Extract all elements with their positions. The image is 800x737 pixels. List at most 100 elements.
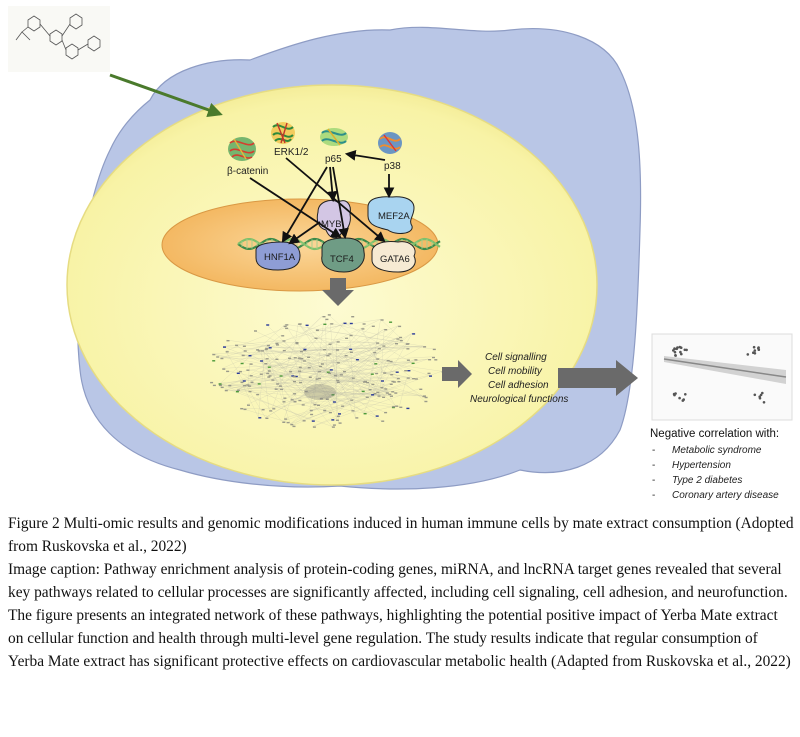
network-node — [384, 388, 388, 390]
network-edge — [282, 386, 381, 422]
network-node — [292, 425, 296, 428]
network-node — [351, 316, 355, 318]
network-node — [307, 356, 311, 358]
network-node — [236, 389, 240, 391]
network-node — [397, 381, 401, 383]
network-edge — [294, 375, 413, 379]
network-node — [406, 407, 410, 410]
network-node — [335, 419, 339, 421]
network-edge — [380, 328, 385, 387]
plot-point — [673, 347, 676, 351]
network-node — [264, 363, 268, 365]
network-node — [249, 363, 253, 365]
network-node — [283, 397, 287, 399]
network-node — [312, 426, 316, 428]
network-edge — [246, 384, 283, 422]
outcome-item: Cell adhesion — [488, 380, 549, 391]
network-edge — [235, 344, 350, 352]
network-node — [399, 336, 403, 339]
network-node — [220, 386, 224, 389]
network-edge — [373, 360, 390, 394]
network-edge — [222, 356, 433, 369]
network-node — [303, 348, 307, 351]
network-node — [371, 383, 375, 386]
tf-gata6: GATA6 — [371, 241, 416, 273]
network-node — [331, 419, 335, 421]
network-node — [362, 323, 366, 325]
network-edge — [242, 380, 398, 382]
network-node — [394, 392, 398, 394]
network-edge — [218, 347, 407, 385]
network-edge — [344, 354, 397, 379]
network-node — [243, 350, 247, 352]
network-node — [280, 388, 283, 391]
network-node — [392, 406, 396, 408]
network-edge — [333, 374, 366, 397]
network-edge — [257, 350, 390, 361]
network-node — [368, 389, 372, 391]
network-edge — [225, 351, 266, 418]
network-node — [349, 334, 353, 337]
network-node — [293, 393, 297, 395]
network-node — [322, 316, 326, 318]
tf-tcf4-label: TCF4 — [330, 254, 354, 265]
network-node — [399, 406, 403, 408]
network-node — [432, 348, 436, 351]
gene-network — [210, 314, 445, 428]
network-edge — [218, 383, 312, 421]
network-node — [389, 383, 393, 385]
plot-point — [746, 353, 750, 356]
network-node — [351, 410, 355, 412]
network-node — [350, 399, 354, 401]
network-node — [406, 377, 410, 379]
network-node — [328, 411, 332, 414]
plot-points — [672, 345, 766, 404]
network-node — [373, 351, 377, 354]
network-node — [268, 375, 272, 377]
network-node — [301, 404, 305, 406]
network-node — [338, 422, 342, 424]
network-edge — [240, 407, 262, 410]
network-node — [391, 391, 395, 393]
network-node — [336, 349, 339, 351]
network-node — [361, 390, 365, 393]
network-node — [285, 327, 289, 330]
network-node — [424, 400, 428, 403]
correlation-dash: - — [652, 475, 655, 486]
plot-point — [753, 352, 757, 355]
network-edge — [260, 350, 292, 376]
network-node — [235, 391, 239, 393]
network-edge — [309, 370, 319, 410]
network-edge — [246, 336, 400, 405]
network-node — [381, 420, 385, 422]
network-node — [314, 337, 318, 339]
network-edge — [284, 393, 294, 419]
network-node — [376, 391, 380, 393]
network-node — [210, 381, 214, 384]
network-node — [261, 409, 265, 411]
network-node — [259, 373, 263, 375]
network-node — [375, 415, 379, 417]
network-node — [265, 347, 269, 350]
plot-point — [676, 346, 679, 349]
network-edge — [361, 328, 384, 373]
network-node — [326, 355, 330, 357]
network-node — [341, 405, 345, 407]
arrow-myb-to-hnf1a — [288, 221, 321, 245]
plot-point — [757, 347, 760, 350]
network-node — [325, 398, 329, 400]
correlation-item: Coronary artery disease — [672, 490, 779, 501]
network-node — [298, 370, 302, 372]
network-edge — [265, 347, 381, 388]
network-edge — [220, 386, 372, 395]
network-node — [297, 357, 301, 359]
protein-p38 — [378, 132, 402, 154]
network-node — [412, 378, 416, 380]
plot-point — [682, 398, 685, 401]
network-edge — [293, 328, 385, 394]
network-node — [299, 381, 303, 384]
network-edge — [323, 359, 415, 411]
network-node — [319, 398, 323, 400]
network-node — [254, 330, 257, 332]
network-edge — [305, 324, 383, 397]
